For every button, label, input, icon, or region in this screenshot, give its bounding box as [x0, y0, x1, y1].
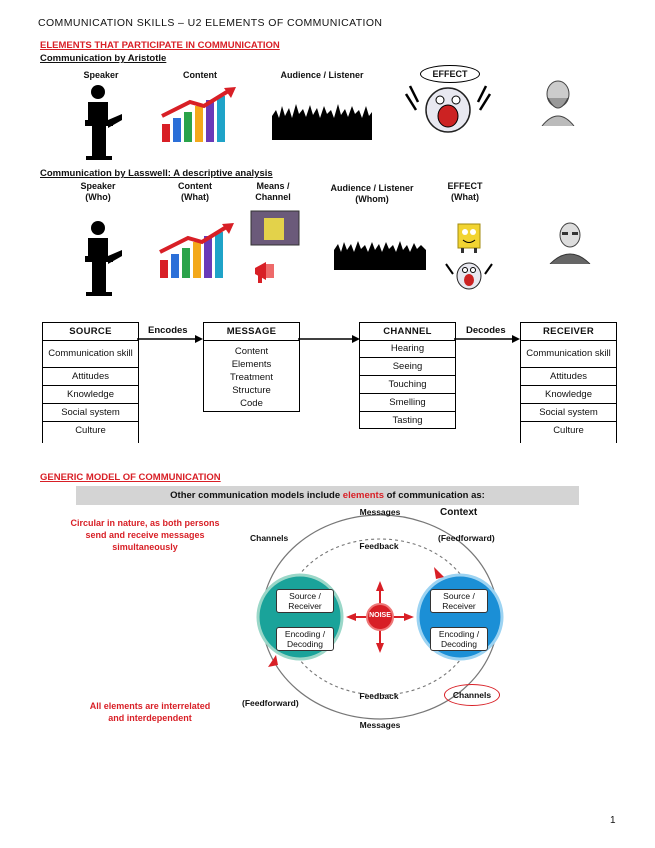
document-header: COMMUNICATION SKILLS – U2 ELEMENTS OF CO… [38, 17, 383, 29]
lasswell-label-effect: EFFECT(What) [447, 181, 483, 202]
receiver-title: RECEIVER [521, 323, 616, 341]
message-rows: Content Elements Treatment Structure Cod… [230, 346, 273, 409]
context-label: Context [440, 507, 478, 518]
encoding-decoding-right: Encoding / Decoding [430, 627, 488, 651]
aristotle-subtitle: Communication by Aristotle [40, 53, 167, 64]
source-row: Communication skill [43, 341, 138, 368]
receiver-box: RECEIVER Communication skill Attitudes K… [520, 322, 617, 443]
source-row: Social system [43, 404, 138, 422]
channels-right-label: Channels [444, 684, 500, 706]
messages-bottom-label: Messages [359, 720, 401, 730]
source-row: Attitudes [43, 368, 138, 386]
aristotle-label-content: Content [183, 70, 217, 80]
aristotle-label-speaker: Speaker [83, 70, 119, 80]
speaker-icon [85, 221, 122, 296]
message-channel-arrow [298, 335, 360, 343]
feedforward-left-label: (Feedforward) [242, 698, 299, 708]
channel-row: Tasting [392, 414, 423, 426]
growth-chart-icon [159, 223, 234, 278]
note-interrelated: All elements are interrelated and interd… [89, 701, 211, 723]
aristotle-portrait-icon [541, 80, 575, 126]
source-receiver-left: Source / Receiver [276, 589, 334, 613]
channel-title: CHANNEL [360, 323, 455, 341]
lasswell-label-channel: Means /Channel [255, 181, 291, 202]
decodes-arrow [454, 335, 520, 343]
decodes-label: Decodes [466, 325, 506, 336]
receiver-row: Attitudes [521, 368, 616, 386]
aristotle-label-effect: EFFECT [420, 65, 480, 83]
receiver-row: Communication skill [521, 341, 616, 368]
channel-row: Hearing [360, 341, 455, 358]
message-title: MESSAGE [204, 323, 299, 341]
tv-screen-icon [250, 210, 300, 246]
lasswell-label-speaker: Speaker(Who) [80, 181, 116, 202]
source-row: Knowledge [43, 386, 138, 404]
feedback-bottom-label: Feedback [359, 691, 399, 701]
megaphone-icon [255, 262, 274, 283]
sponge-character-icon [457, 223, 481, 253]
speaker-icon [85, 85, 122, 160]
screaming-face-icon [445, 262, 493, 290]
messages-top-label: Messages [359, 507, 401, 517]
note-circular: Circular in nature, as both persons send… [70, 518, 220, 552]
channel-row: Touching [360, 376, 455, 394]
receiver-row: Knowledge [521, 386, 616, 404]
generic-banner: Other communication models include eleme… [76, 486, 579, 505]
channels-left-label: Channels [250, 533, 289, 543]
section-title-elements: ELEMENTS THAT PARTICIPATE IN COMMUNICATI… [40, 40, 280, 51]
source-row: Culture [75, 424, 106, 436]
audience-crowd-icon [272, 104, 372, 140]
source-receiver-right: Source / Receiver [430, 589, 488, 613]
encoding-decoding-left: Encoding / Decoding [276, 627, 334, 651]
lasswell-label-content: Content(What) [178, 181, 212, 202]
section-title-generic: GENERIC MODEL OF COMMUNICATION [40, 472, 221, 483]
lasswell-subtitle: Communication by Lasswell: A descriptive… [40, 168, 273, 179]
channel-box: CHANNEL Hearing Seeing Touching Smelling… [359, 322, 456, 429]
feedback-top-label: Feedback [359, 541, 399, 551]
receiver-row: Culture [553, 424, 584, 436]
lasswell-label-audience: Audience / Listener(Whom) [330, 183, 414, 204]
source-box: SOURCE Communication skill Attitudes Kno… [42, 322, 139, 443]
screaming-face-icon [404, 85, 492, 133]
growth-chart-icon [161, 87, 236, 142]
encodes-arrow [137, 335, 203, 343]
aristotle-label-audience: Audience / Listener [280, 70, 364, 80]
noise-label: NOISE [369, 612, 391, 619]
feedforward-right-label: (Feedforward) [438, 533, 495, 543]
page-number: 1 [610, 815, 616, 826]
lasswell-portrait-icon [549, 222, 591, 264]
receiver-row: Social system [521, 404, 616, 422]
channel-row: Smelling [360, 394, 455, 412]
channel-row: Seeing [360, 358, 455, 376]
audience-crowd-icon [334, 241, 426, 270]
encodes-label: Encodes [148, 325, 188, 336]
message-box: MESSAGE Content Elements Treatment Struc… [203, 322, 300, 412]
source-title: SOURCE [43, 323, 138, 341]
